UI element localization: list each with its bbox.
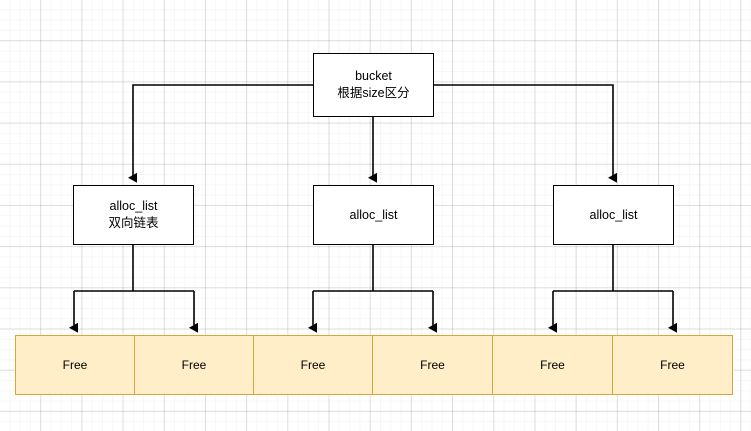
free-block-6[interactable]: Free (612, 335, 733, 395)
node-bucket-label-secondary: 根据size区分 (337, 86, 410, 100)
node-bucket[interactable]: bucket 根据size区分 (313, 53, 434, 117)
node-alloc-list-3-label-primary: alloc_list (589, 207, 638, 222)
free-block-5[interactable]: Free (492, 335, 613, 395)
node-alloc-list-1-label-secondary: 双向链表 (108, 216, 159, 230)
free-block-4-label: Free (420, 358, 445, 372)
edge-bucket-to-list-3 (434, 84, 617, 183)
node-alloc-list-1[interactable]: alloc_list 双向链表 (73, 185, 194, 245)
free-block-1-label: Free (62, 358, 88, 372)
edge-bucket-to-list-1 (128, 84, 313, 183)
free-block-2[interactable]: Free (134, 335, 254, 395)
free-block-3[interactable]: Free (253, 335, 373, 395)
free-block-1[interactable]: Free (15, 335, 135, 395)
free-block-3-label: Free (300, 358, 326, 372)
node-bucket-label-primary: bucket (355, 69, 392, 83)
node-alloc-list-2-label-primary: alloc_list (349, 207, 398, 222)
free-block-6-label: Free (660, 358, 685, 372)
free-block-5-label: Free (540, 358, 565, 372)
node-alloc-list-2[interactable]: alloc_list (313, 185, 434, 245)
free-block-2-label: Free (181, 358, 207, 372)
node-alloc-list-3[interactable]: alloc_list (553, 185, 674, 245)
free-block-4[interactable]: Free (372, 335, 493, 395)
node-alloc-list-1-label-primary: alloc_list (109, 199, 158, 213)
